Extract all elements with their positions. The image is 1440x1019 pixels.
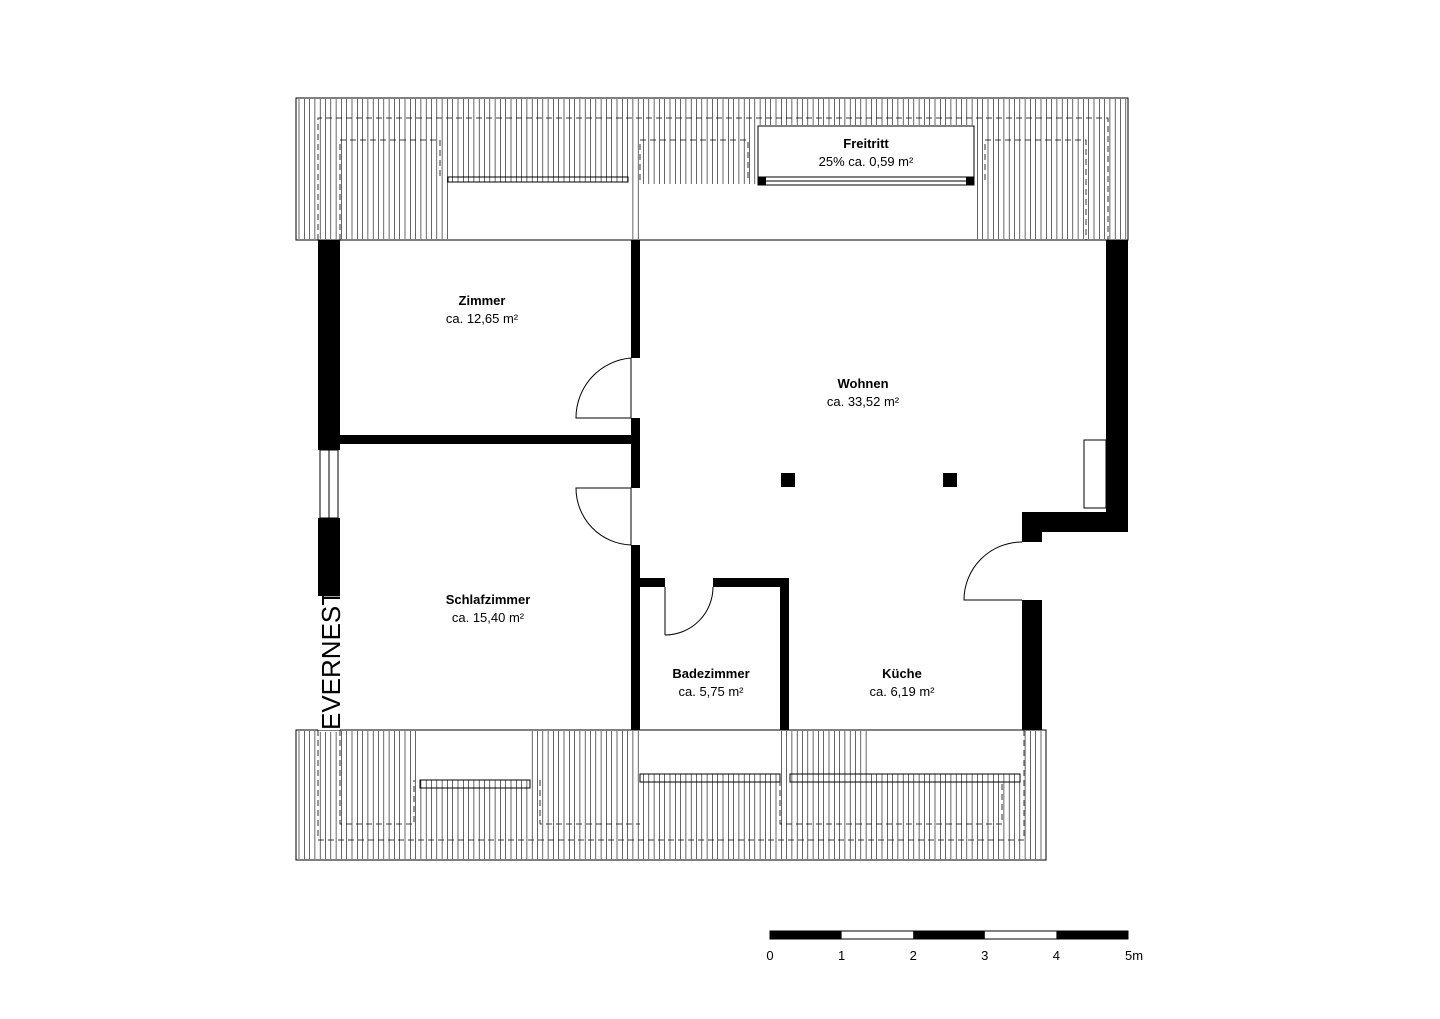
room-label-badezimmer: Badezimmer ca. 5,75 m² xyxy=(672,666,749,699)
scale-label-1: 1 xyxy=(838,948,845,963)
room-label-zimmer: Zimmer ca. 12,65 m² xyxy=(446,293,519,326)
scale-bar: 0 1 2 3 4 5m xyxy=(766,930,1143,963)
brand-text: EVERNEST xyxy=(316,590,346,730)
brand-label: EVERNEST xyxy=(316,590,346,730)
room-name: Zimmer xyxy=(459,293,506,308)
freitritt-balcony xyxy=(757,125,975,186)
walls xyxy=(318,240,1128,730)
room-label-wohnen: Wohnen ca. 33,52 m² xyxy=(827,376,900,409)
scale-label-3: 3 xyxy=(981,948,988,963)
room-area: 25% ca. 0,59 m² xyxy=(819,154,914,169)
room-name: Badezimmer xyxy=(672,666,749,681)
room-area: ca. 33,52 m² xyxy=(827,394,900,409)
doors xyxy=(575,357,1023,636)
scale-label-4: 4 xyxy=(1053,948,1060,963)
room-area: ca. 15,40 m² xyxy=(452,610,525,625)
room-area: ca. 5,75 m² xyxy=(678,684,744,699)
roof-hatching xyxy=(298,99,1127,859)
room-label-freitritt: Freitritt 25% ca. 0,59 m² xyxy=(819,136,914,169)
roof-outline xyxy=(295,97,1129,861)
room-label-schlafzimmer: Schlafzimmer ca. 15,40 m² xyxy=(446,592,531,625)
scale-label-2: 2 xyxy=(910,948,917,963)
room-label-kueche: Küche ca. 6,19 m² xyxy=(869,666,935,699)
room-name: Wohnen xyxy=(837,376,888,391)
room-name: Schlafzimmer xyxy=(446,592,531,607)
room-area: ca. 12,65 m² xyxy=(446,311,519,326)
scale-label-5: 5m xyxy=(1125,948,1143,963)
scale-label-0: 0 xyxy=(766,948,773,963)
room-name: Küche xyxy=(882,666,922,681)
room-name: Freitritt xyxy=(843,136,889,151)
room-area: ca. 6,19 m² xyxy=(869,684,935,699)
